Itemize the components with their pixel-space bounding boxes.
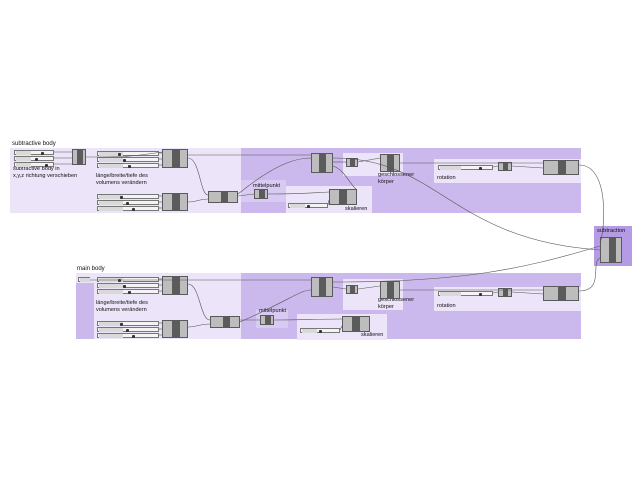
main-rotate-component[interactable] — [543, 286, 579, 301]
main-center-point-component[interactable] — [260, 315, 274, 325]
subtractive-dims-label: länge/breite/tiefe des volumens veränder… — [96, 173, 148, 186]
main-dims-label: länge/breite/tiefe des volumens veränder… — [96, 300, 148, 313]
main-brep-edges-component[interactable] — [311, 277, 333, 297]
dims-slider-3[interactable] — [97, 163, 159, 168]
scale-component[interactable] — [329, 189, 357, 205]
closed-brep-component[interactable] — [380, 154, 400, 172]
dims-slider-2[interactable] — [97, 157, 159, 162]
brep-edges-component[interactable] — [311, 153, 333, 173]
dims-slider-6[interactable] — [97, 206, 159, 211]
subtractive-closed-label: geschlossener körper — [378, 172, 415, 185]
dims-box-component[interactable] — [162, 149, 188, 168]
subtractive-rotation-label: rotation — [437, 175, 456, 181]
main-dims-slider-6[interactable] — [97, 333, 159, 338]
main-dims-box-component[interactable] — [162, 276, 188, 295]
main-center-label: mittelpunkt — [259, 308, 287, 314]
main-rotation-angle-slider[interactable] — [438, 291, 493, 296]
move-z-slider[interactable] — [14, 162, 54, 167]
subtractive-move-label: subtractive body in x,y,z richtung versc… — [13, 166, 78, 179]
main-radians-component[interactable] — [498, 288, 512, 297]
scale-factor-slider[interactable] — [288, 203, 328, 208]
main-scale-component[interactable] — [342, 316, 370, 332]
rotation-angle-slider[interactable] — [438, 165, 493, 170]
subtractive-body-title: subtractive body — [12, 141, 56, 147]
main-dims-construct-component[interactable] — [162, 320, 188, 338]
main-scale-factor-slider[interactable] — [300, 328, 340, 333]
solid-difference-component[interactable] — [600, 237, 622, 263]
main-dims-slider-4[interactable] — [97, 321, 159, 326]
main-input-param[interactable] — [78, 277, 90, 282]
dims-slider-1[interactable] — [97, 151, 159, 156]
dims-slider-4[interactable] — [97, 194, 159, 199]
move-x-slider[interactable] — [14, 150, 54, 155]
move-y-slider[interactable] — [14, 156, 54, 161]
rotate-component[interactable] — [543, 160, 579, 175]
main-closed-brep-component[interactable] — [380, 281, 400, 299]
main-box-center-component[interactable] — [210, 316, 240, 328]
dims-slider-5[interactable] — [97, 200, 159, 205]
subtractive-scale-label: skalieren — [345, 206, 368, 212]
move-vector-component[interactable] — [72, 149, 86, 165]
subtraction-title: subtraction — [597, 228, 626, 234]
main-scale-label: skalieren — [361, 332, 384, 338]
main-closed-label: geschlossener körper — [378, 297, 415, 310]
dims-construct-component[interactable] — [162, 193, 188, 211]
cap-holes-component[interactable] — [346, 158, 358, 167]
main-dims-slider-3[interactable] — [97, 289, 159, 294]
main-rotation-label: rotation — [437, 303, 456, 309]
box-center-component[interactable] — [208, 191, 238, 203]
main-cap-holes-component[interactable] — [346, 285, 358, 294]
main-dims-slider-2[interactable] — [97, 283, 159, 288]
main-body-title: main body — [77, 266, 105, 272]
radians-component[interactable] — [498, 162, 512, 171]
main-dims-slider-5[interactable] — [97, 327, 159, 332]
center-point-component[interactable] — [254, 189, 268, 199]
subtractive-center-label: mittelpunkt — [253, 183, 281, 189]
